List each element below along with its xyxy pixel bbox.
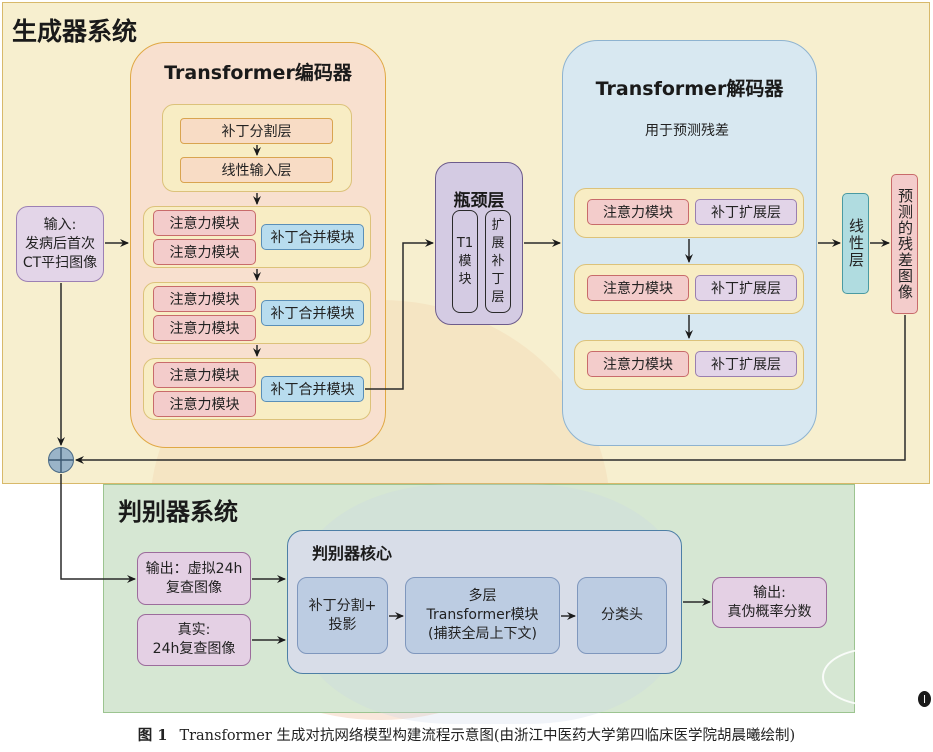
real-image-input[interactable]: 真实: 24h复查图像	[137, 614, 251, 666]
patch-projection-box[interactable]: 补丁分割+ 投影	[297, 577, 388, 654]
patch-expanding-layer[interactable]: 补丁扩展层	[695, 199, 797, 225]
output-line: 真伪概率分数	[727, 603, 812, 620]
patch-merging-module[interactable]: 补丁合并模块	[261, 300, 364, 326]
discriminator-title: 判别器系统	[118, 498, 238, 526]
caption-text: Transformer 生成对抗网络模型构建流程示意图(由浙江中医药大学第四临床…	[179, 728, 796, 744]
patch-partition-layer[interactable]: 补丁分割层	[180, 118, 333, 144]
fake-input-line: 输出：虚拟24h	[145, 560, 243, 577]
patch-merging-module[interactable]: 补丁合并模块	[261, 224, 364, 250]
attention-module[interactable]: 注意力模块	[587, 199, 689, 225]
decoder-title: Transformer解码器	[595, 78, 784, 100]
t1-module[interactable]: T1 模 块	[452, 210, 478, 313]
decoder-subtitle: 用于预测残差	[645, 123, 729, 139]
transformer-blocks-line: 多层	[468, 588, 497, 604]
attention-module[interactable]: 注意力模块	[153, 210, 256, 236]
classification-head[interactable]: 分类头	[577, 577, 667, 654]
figure-caption: 图 1 Transformer 生成对抗网络模型构建流程示意图(由浙江中医药大学第…	[0, 724, 933, 745]
attention-module[interactable]: 注意力模块	[587, 351, 689, 377]
real-input-line: 24h复查图像	[152, 641, 236, 657]
patch-expanding-layer[interactable]: 补丁扩展层	[695, 351, 797, 377]
predicted-residual-label: 预测的残差图像	[896, 188, 914, 300]
fake-image-input[interactable]: 输出：虚拟24h 复查图像	[137, 552, 251, 605]
input-image-node[interactable]: 输入: 发病后首次 CT平扫图像	[16, 206, 104, 282]
patch-merging-module[interactable]: 补丁合并模块	[261, 376, 364, 402]
attention-module[interactable]: 注意力模块	[587, 275, 689, 301]
attention-module[interactable]: 注意力模块	[153, 362, 256, 388]
discriminator-core-title: 判别器核心	[312, 544, 393, 563]
fake-input-line: 复查图像	[166, 579, 222, 596]
generator-title: 生成器系统	[12, 17, 138, 46]
patch-expanding-layer[interactable]: 补丁扩展层	[695, 275, 797, 301]
input-label-line: 发病后首次	[24, 235, 95, 252]
watermark-stamp: 脑	[822, 648, 922, 706]
input-label-line: 输入:	[43, 216, 77, 233]
encoder-title: Transformer编码器	[164, 62, 352, 84]
real-input-line: 真实:	[177, 622, 211, 638]
linear-embedding-layer[interactable]: 线性输入层	[180, 157, 333, 183]
bottleneck-title: 瓶颈层	[453, 191, 505, 211]
patch-expanding-layer[interactable]: 扩 展 补 丁 层	[485, 210, 511, 313]
linear-layer[interactable]: 线性层	[842, 193, 869, 294]
probability-output[interactable]: 输出: 真伪概率分数	[712, 577, 827, 628]
predicted-residual-image[interactable]: 预测的残差图像	[891, 174, 918, 314]
transformer-blocks-box[interactable]: 多层 Transformer模块 (捕获全局上下文)	[405, 577, 560, 654]
transformer-blocks-line: Transformer模块	[426, 607, 539, 623]
figure-number: 图 1	[137, 727, 168, 744]
attention-module[interactable]: 注意力模块	[153, 315, 256, 341]
brand-logo-icon: l	[918, 691, 931, 707]
output-line: 输出:	[753, 584, 786, 601]
transformer-blocks-line: (捕获全局上下文)	[428, 626, 537, 642]
plus-circle-icon	[48, 447, 74, 473]
attention-module[interactable]: 注意力模块	[153, 239, 256, 265]
patch-projection-line: 投影	[328, 616, 357, 633]
input-label-line: CT平扫图像	[22, 254, 98, 271]
attention-module[interactable]: 注意力模块	[153, 286, 256, 312]
linear-layer-label: 线性层	[847, 218, 865, 269]
patch-projection-line: 补丁分割+	[308, 597, 377, 614]
attention-module[interactable]: 注意力模块	[153, 391, 256, 417]
